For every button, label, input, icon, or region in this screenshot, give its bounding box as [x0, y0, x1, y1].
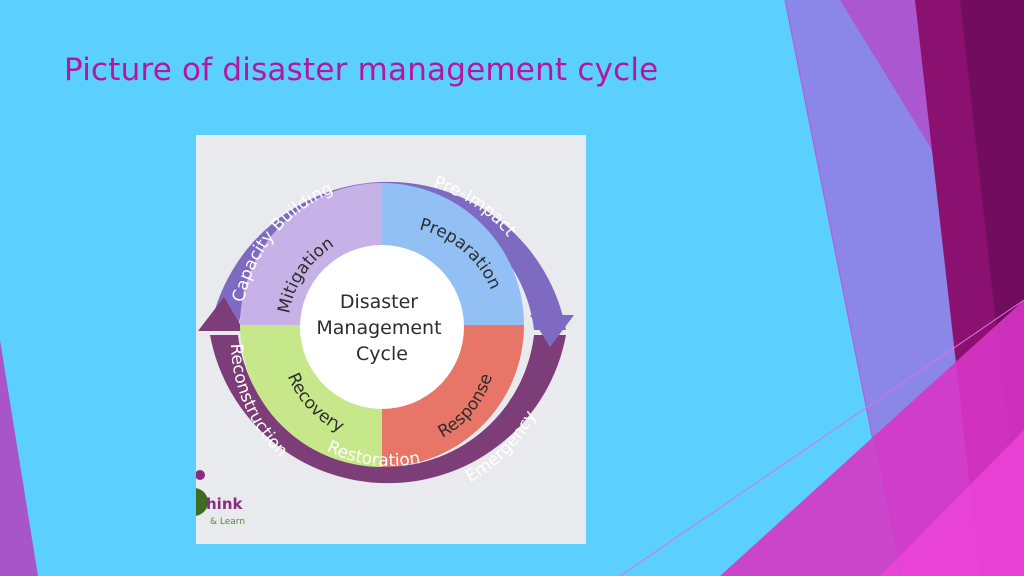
logo-text-line1: hink: [206, 495, 243, 513]
center-label-line2: Management: [316, 317, 441, 339]
cycle-svg: Disaster Management Cycle Mitigation Pre…: [196, 173, 574, 527]
arrow-up-left-icon: [198, 297, 244, 331]
page-title: Picture of disaster management cycle: [64, 52, 659, 88]
ring-bottom-segment: [210, 335, 566, 484]
svg-text:Disaster Management: Disaster Management Cycle: [316, 291, 447, 365]
arrow-down-right-icon: [530, 315, 574, 347]
center-circle: [300, 245, 464, 409]
logo-text-line2: & Learn: [210, 517, 245, 527]
think-learn-logo: hink & Learn: [196, 470, 245, 527]
center-label-line3: Cycle: [356, 343, 408, 365]
disaster-cycle-diagram: Disaster Management Cycle Mitigation Pre…: [196, 135, 586, 544]
center-label-line1: Disaster: [340, 291, 418, 313]
